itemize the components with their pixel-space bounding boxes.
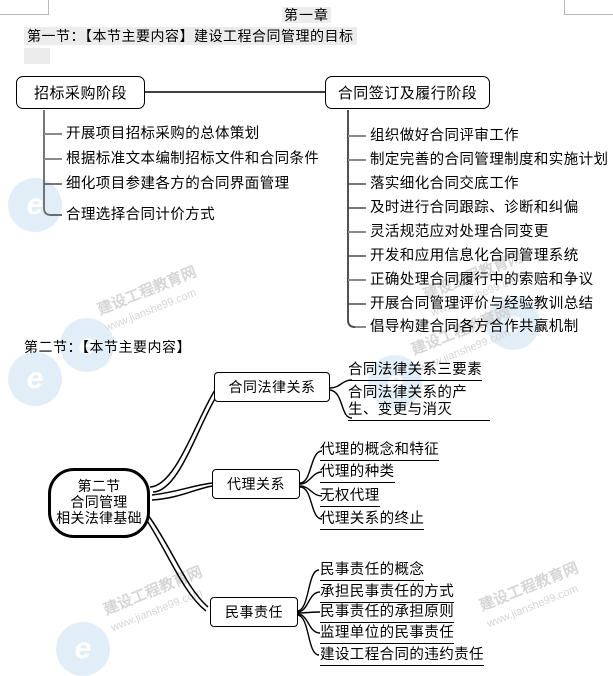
right-branch-spine [347, 110, 356, 328]
watermark-logo-6: e [8, 178, 62, 232]
watermark-logo-glyph-5: e [56, 622, 110, 676]
connector-root-to-contract-law-2 [152, 391, 220, 493]
civil-leaf-1: 民事责任的概念 [320, 562, 425, 582]
node-contract-signing-stage-label: 合同签订及履行阶段 [337, 85, 478, 102]
connector-civil-item-5 [296, 614, 320, 656]
right-leaf-8: 开展合同管理评价与经验教训总结 [370, 296, 594, 312]
watermark-url-4: www.jianshe99.com [109, 586, 205, 635]
connector-agency-item-1 [299, 450, 323, 484]
civil-leaf-5: 建设工程合同的违约责任 [320, 647, 484, 667]
watermark-brand-4: 建设工程教育网 [101, 563, 205, 619]
node-contract-legal-relation[interactable]: 合同法律关系 [214, 372, 330, 402]
right-leaf-9: 倡导构建合同各方合作共赢机制 [370, 319, 579, 335]
connector-agency-item-4 [299, 486, 323, 520]
connector-civil-item-4 [296, 613, 321, 634]
connector-civil-item-1 [296, 569, 320, 612]
right-leaf-5: 灵活规范应对处理合同变更 [370, 224, 549, 240]
node-contract-legal-relation-label: 合同法律关系 [228, 379, 316, 395]
connector-root-to-agency [151, 482, 213, 496]
watermark-brand-5: 建设工程教育网 [477, 559, 581, 615]
left-leaf-1: 开展项目招标采购的总体策划 [66, 126, 260, 142]
right-leaf-6: 开发和应用信息化合同管理系统 [370, 248, 579, 264]
chapter-title-text: 第一章 [282, 7, 331, 23]
section-2-title-text: 第二节：【本节主要内容】 [24, 339, 191, 355]
node-bidding-stage-label: 招标采购阶段 [33, 85, 127, 102]
agency-leaf-4: 代理关系的终止 [320, 511, 425, 531]
connector-root-to-civil-liability [147, 514, 209, 608]
watermark-url-1: www.jianshe99.com [103, 286, 199, 335]
agency-leaf-2: 代理的种类 [320, 464, 395, 484]
watermark-text-5: 建设工程教育网 www.jianshe99.com [476, 559, 581, 634]
civil-leaf-3: 民事责任的承担原则 [320, 604, 455, 624]
node-agency-relation-label: 代理关系 [227, 476, 285, 492]
watermark-text-1: 建设工程教育网 www.jianshe99.com [94, 263, 199, 338]
connector-civil-item-2 [296, 591, 321, 613]
node-civil-liability-label: 民事责任 [225, 604, 283, 620]
agency-leaf-3: 无权代理 [320, 488, 380, 508]
watermark-logo-glyph-3: e [8, 352, 62, 406]
node-section2-root-line2: 合同管理 [70, 494, 128, 511]
contract-law-leaf-2: 合同法律关系的产生、变更与消灭 [348, 385, 490, 422]
right-leaf-2: 制定完善的合同管理制度和实施计划 [370, 152, 609, 168]
contract-law-leaf-1: 合同法律关系三要素 [348, 362, 483, 382]
section-1-blank-highlight [24, 48, 50, 64]
right-leaf-1: 组织做好合同评审工作 [370, 128, 519, 144]
right-leaf-4: 及时进行合同跟踪、诊断和纠偏 [370, 200, 579, 216]
civil-leaf-4: 监理单位的民事责任 [320, 625, 455, 645]
watermark-url-5: www.jianshe99.com [485, 582, 581, 631]
chapter-title: 第一章 [0, 5, 613, 25]
left-leaf-3: 细化项目参建各方的合同界面管理 [66, 176, 290, 192]
connector-root-to-agency-2 [151, 485, 213, 501]
watermark-brand-1: 建设工程教育网 [95, 263, 199, 319]
watermark-logo-5: e [56, 622, 110, 676]
connector-agency-item-3 [299, 485, 323, 497]
connector-root-to-civil-liability-2 [143, 515, 207, 612]
right-leaf-7: 正确处理合同履行中的索赔和争议 [370, 272, 594, 288]
node-contract-signing-stage[interactable]: 合同签订及履行阶段 [325, 76, 490, 109]
connector-civil-item-3 [296, 611, 321, 614]
civil-leaf-2: 承担民事责任的方式 [320, 584, 455, 604]
left-leaf-2: 根据标准文本编制招标文件和合同条件 [66, 151, 320, 167]
node-civil-liability[interactable]: 民事责任 [210, 597, 298, 627]
agency-leaf-1: 代理的概念和特征 [320, 442, 440, 462]
watermark-text-4: 建设工程教育网 www.jianshe99.com [100, 563, 205, 638]
section-1-title: 第一节：【本节主要内容】建设工程合同管理的目标 [24, 26, 357, 46]
connector-root-to-contract-law [149, 389, 216, 488]
right-leaf-3: 落实细化合同交底工作 [370, 176, 519, 192]
section-1-title-text: 第一节：【本节主要内容】建设工程合同管理的目标 [24, 27, 357, 45]
left-leaf-4: 合理选择合同计价方式 [66, 207, 215, 223]
node-section2-root-line1: 第二节 [77, 478, 121, 495]
node-section2-root[interactable]: 第二节 合同管理 相关法律基础 [48, 468, 150, 538]
connector-agency-item-2 [299, 471, 323, 485]
node-section2-root-line3: 相关法律基础 [56, 509, 142, 526]
node-agency-relation[interactable]: 代理关系 [212, 469, 300, 499]
left-branch-spine [43, 110, 52, 216]
watermark-logo-3: e [8, 352, 62, 406]
watermark-logo-glyph-6: e [8, 178, 62, 232]
node-bidding-stage[interactable]: 招标采购阶段 [16, 76, 145, 109]
section-2-title: 第二节：【本节主要内容】 [24, 337, 191, 357]
